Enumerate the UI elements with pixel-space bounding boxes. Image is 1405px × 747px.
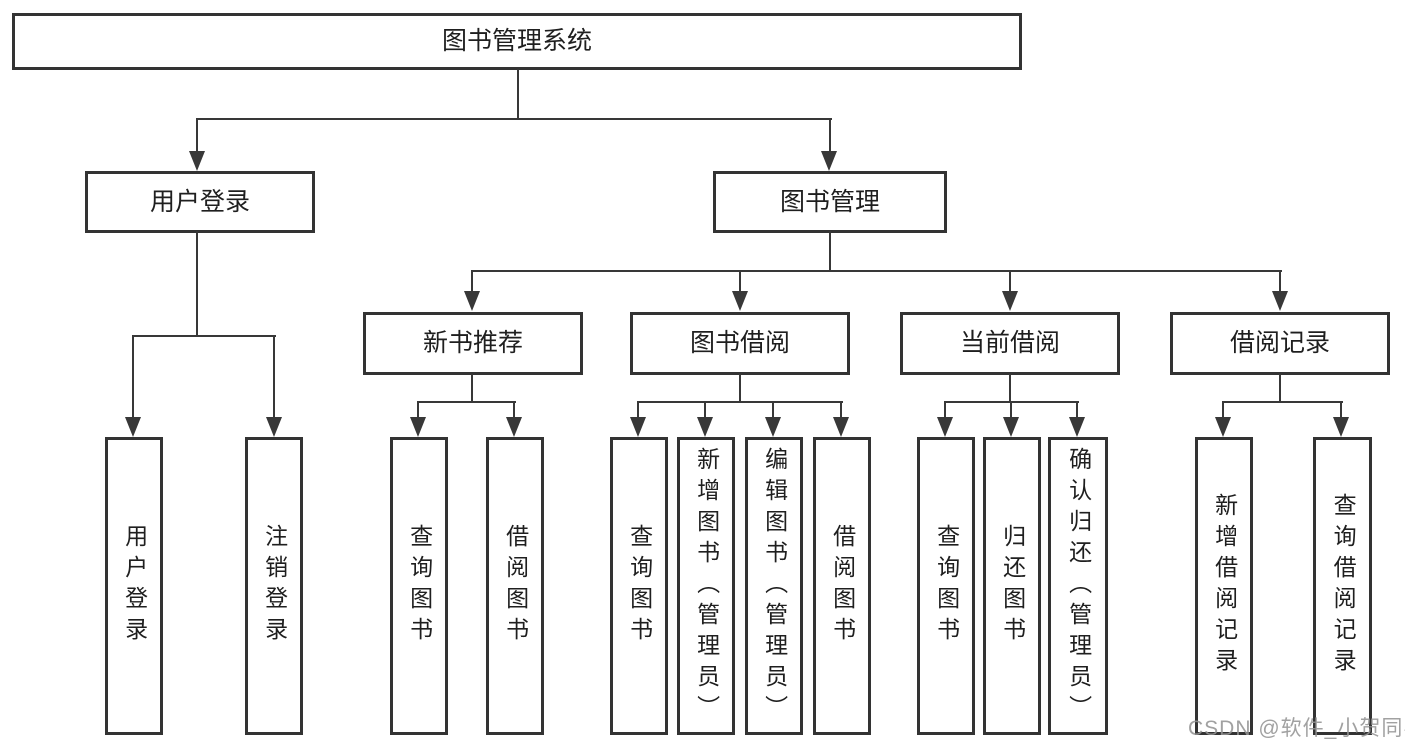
arrow-down-icon	[506, 417, 522, 437]
connector-line	[739, 374, 741, 403]
connector-line	[132, 335, 134, 425]
connector-line	[637, 401, 843, 403]
arrow-down-icon	[765, 417, 781, 437]
node-label: 新增借阅记录	[1211, 493, 1238, 679]
node-book-borrow: 图书借阅	[630, 312, 850, 375]
leaf-edit-book-admin: 编辑图书（管理员）	[745, 437, 803, 735]
arrow-down-icon	[1333, 417, 1349, 437]
connector-line	[417, 401, 516, 403]
connector-line	[637, 401, 639, 427]
leaf-add-borrow-record: 新增借阅记录	[1195, 437, 1253, 735]
node-label: 确认归还（管理员）	[1065, 446, 1092, 726]
connector-line	[517, 69, 519, 120]
node-label: 用户登录	[149, 187, 250, 216]
arrow-down-icon	[630, 417, 646, 437]
connector-line	[513, 401, 515, 427]
arrow-down-icon	[1003, 417, 1019, 437]
connector-line	[196, 118, 832, 120]
node-book-management: 图书管理	[713, 171, 947, 233]
arrow-down-icon	[833, 417, 849, 437]
connector-line	[829, 118, 831, 158]
node-label: 查询借阅记录	[1330, 493, 1357, 679]
leaf-add-book-admin: 新增图书（管理员）	[677, 437, 735, 735]
node-label: 查询图书	[626, 524, 653, 648]
node-borrow-record: 借阅记录	[1170, 312, 1390, 375]
node-label: 借阅图书	[829, 524, 856, 648]
node-label: 借阅图书	[502, 524, 529, 648]
node-label: 新增图书（管理员）	[693, 446, 720, 726]
leaf-logout: 注销登录	[245, 437, 303, 735]
leaf-borrow-book-1: 借阅图书	[486, 437, 544, 735]
node-label: 当前借阅	[959, 329, 1060, 357]
connector-line	[1279, 374, 1281, 403]
connector-line	[1076, 401, 1078, 427]
connector-line	[1222, 401, 1343, 403]
node-label: 图书管理	[779, 187, 880, 216]
node-label: 归还图书	[999, 524, 1026, 648]
node-label: 用户登录	[121, 524, 148, 648]
connector-line	[1340, 401, 1342, 427]
leaf-return-book: 归还图书	[983, 437, 1041, 735]
arrow-down-icon	[464, 291, 480, 311]
node-label: 图书管理系统	[441, 27, 592, 55]
arrow-down-icon	[189, 151, 205, 171]
node-label: 查询图书	[406, 524, 433, 648]
connector-line	[196, 118, 198, 158]
leaf-borrow-book-2: 借阅图书	[813, 437, 871, 735]
leaf-query-book-1: 查询图书	[390, 437, 448, 735]
arrow-down-icon	[125, 417, 141, 437]
arrow-down-icon	[410, 417, 426, 437]
arrow-down-icon	[1272, 291, 1288, 311]
connector-line	[1010, 401, 1012, 427]
node-current-borrow: 当前借阅	[900, 312, 1120, 375]
connector-line	[417, 401, 419, 427]
connector-line	[739, 270, 741, 298]
node-label: 新书推荐	[422, 329, 523, 357]
connector-line	[829, 231, 831, 272]
node-new-book-recommend: 新书推荐	[363, 312, 583, 375]
node-label: 编辑图书（管理员）	[761, 446, 788, 726]
connector-line	[1222, 401, 1224, 427]
arrow-down-icon	[732, 291, 748, 311]
node-library-management-system: 图书管理系统	[12, 13, 1022, 70]
node-user-login: 用户登录	[85, 171, 315, 233]
node-label: 注销登录	[261, 524, 288, 648]
connector-line	[1009, 374, 1011, 403]
connector-line	[273, 335, 275, 425]
node-label: 查询图书	[933, 524, 960, 648]
connector-line	[471, 374, 473, 403]
arrow-down-icon	[1215, 417, 1231, 437]
arrow-down-icon	[697, 417, 713, 437]
arrow-down-icon	[1002, 291, 1018, 311]
connector-line	[704, 401, 706, 427]
arrow-down-icon	[937, 417, 953, 437]
connector-line	[1279, 270, 1281, 298]
leaf-confirm-return-admin: 确认归还（管理员）	[1048, 437, 1108, 735]
node-label: 图书借阅	[689, 329, 790, 357]
connector-line	[471, 270, 1282, 272]
arrow-down-icon	[1069, 417, 1085, 437]
leaf-query-borrow-record: 查询借阅记录	[1313, 437, 1372, 735]
arrow-down-icon	[821, 151, 837, 171]
leaf-query-book-3: 查询图书	[917, 437, 975, 735]
node-label: 借阅记录	[1229, 329, 1330, 357]
connector-line	[772, 401, 774, 427]
connector-line	[1009, 270, 1011, 298]
connector-line	[471, 270, 473, 298]
leaf-query-book-2: 查询图书	[610, 437, 668, 735]
csdn-watermark: CSDN @软件_小贺同学	[1188, 717, 1405, 740]
leaf-user-login: 用户登录	[105, 437, 163, 735]
connector-line	[196, 231, 198, 337]
connector-line	[840, 401, 842, 427]
connector-line	[132, 335, 276, 337]
connector-line	[944, 401, 946, 427]
arrow-down-icon	[266, 417, 282, 437]
